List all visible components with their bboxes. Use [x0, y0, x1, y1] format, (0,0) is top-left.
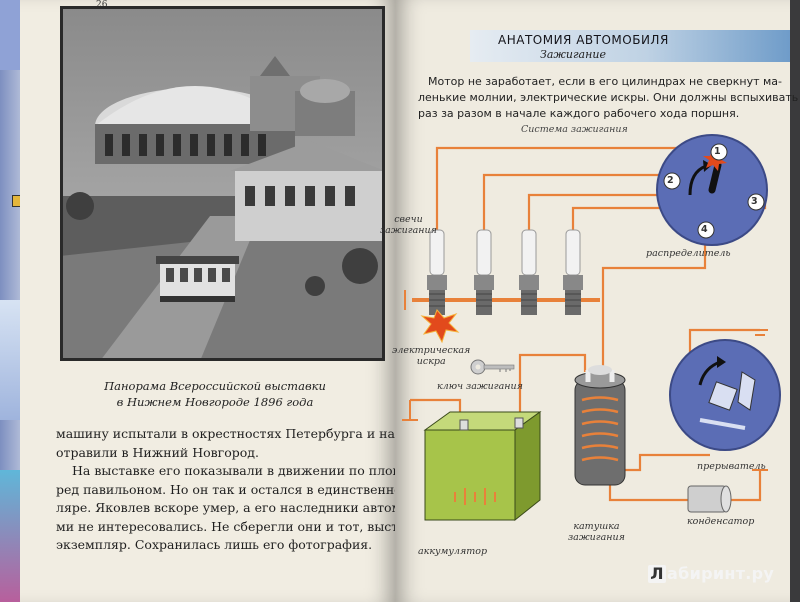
distributor-label: распределитель	[646, 248, 731, 259]
ignition-key-icon	[470, 359, 515, 375]
label-line: искра	[416, 356, 446, 367]
spark-label: электрическая искра	[392, 345, 470, 367]
text-line: ми не интересовались. Не сберегли они и …	[56, 518, 396, 534]
label-line: зажигания	[568, 532, 625, 543]
diagram-title: Система зажигания	[521, 124, 628, 135]
text-line: машину испытали в окрестностях Петербург…	[56, 426, 396, 441]
spark-plug	[474, 229, 494, 315]
watermark-logo-letter: Л	[648, 565, 666, 583]
wire	[725, 470, 762, 502]
wire	[608, 485, 688, 502]
intro-line: ленькие молнии, электрические искры. Они…	[418, 91, 799, 104]
label-line: катушка	[573, 521, 620, 532]
spark-plug	[519, 229, 539, 315]
label-line: электрическая	[392, 345, 471, 356]
intro-line: Мотор не заработает, если в его цилиндра…	[428, 75, 783, 88]
page-number: 26	[96, 0, 108, 10]
caption-line: Панорама Всероссийской выставки	[104, 379, 326, 393]
wire	[482, 173, 668, 232]
intro-text: Мотор не заработает, если в его цилиндра…	[418, 74, 799, 122]
spark-plug	[427, 229, 447, 315]
intro-line: раз за разом в начале каждого рабочего х…	[418, 107, 740, 120]
wire	[601, 230, 707, 368]
text-line: отравили в Нижний Новгород.	[56, 444, 259, 460]
article-text: машину испытали в окрестностях Петербург…	[56, 425, 396, 555]
ignition-coil	[574, 365, 626, 486]
spark-icon	[420, 309, 460, 344]
photo-caption: Панорама Всероссийской выставки в Нижнем…	[90, 378, 340, 410]
exhibition-photo	[60, 6, 385, 361]
header-bar	[470, 30, 790, 62]
section-title: АНАТОМИЯ АВТОМОБИЛЯ	[498, 33, 669, 47]
wire	[435, 146, 700, 232]
distributor-number: 1	[714, 146, 721, 157]
label-line: зажигания	[380, 225, 437, 236]
wire	[620, 453, 710, 472]
condenser	[687, 485, 732, 513]
distributor-number: 4	[701, 224, 708, 235]
label-line: свечи	[394, 214, 423, 225]
key-label: ключ зажигания	[437, 381, 523, 392]
watermark-text: абиринт.ру	[667, 564, 775, 583]
coil-label: катушка зажигания	[568, 521, 625, 543]
text-line: ляре. Яковлев вскоре умер, а его наследн…	[56, 500, 396, 515]
battery-label: аккумулятор	[418, 546, 488, 557]
battery	[423, 411, 542, 522]
wire	[518, 353, 587, 430]
distributor	[656, 134, 768, 246]
spark-plugs	[427, 229, 583, 315]
text-line: ред павильоном. Но он так и остался в ед…	[56, 481, 396, 497]
condenser-label: конденсатор	[687, 516, 755, 527]
section-subtitle: Зажигание	[540, 48, 606, 61]
caption-line: в Нижнем Новгороде 1896 года	[116, 395, 314, 409]
breaker	[669, 339, 781, 451]
spark-plug	[563, 229, 583, 315]
rotation-arrow-icon	[688, 164, 707, 196]
breaker-label: прерыватель	[697, 461, 766, 472]
plugs-label: свечи зажигания	[380, 214, 437, 236]
text-line: экземпляр. Сохранилась лишь его фотограф…	[56, 537, 373, 552]
distributor-number: 3	[751, 196, 758, 207]
text-line: На выставке его показывали в движении по…	[72, 463, 396, 478]
distributor-number: 2	[667, 175, 674, 186]
